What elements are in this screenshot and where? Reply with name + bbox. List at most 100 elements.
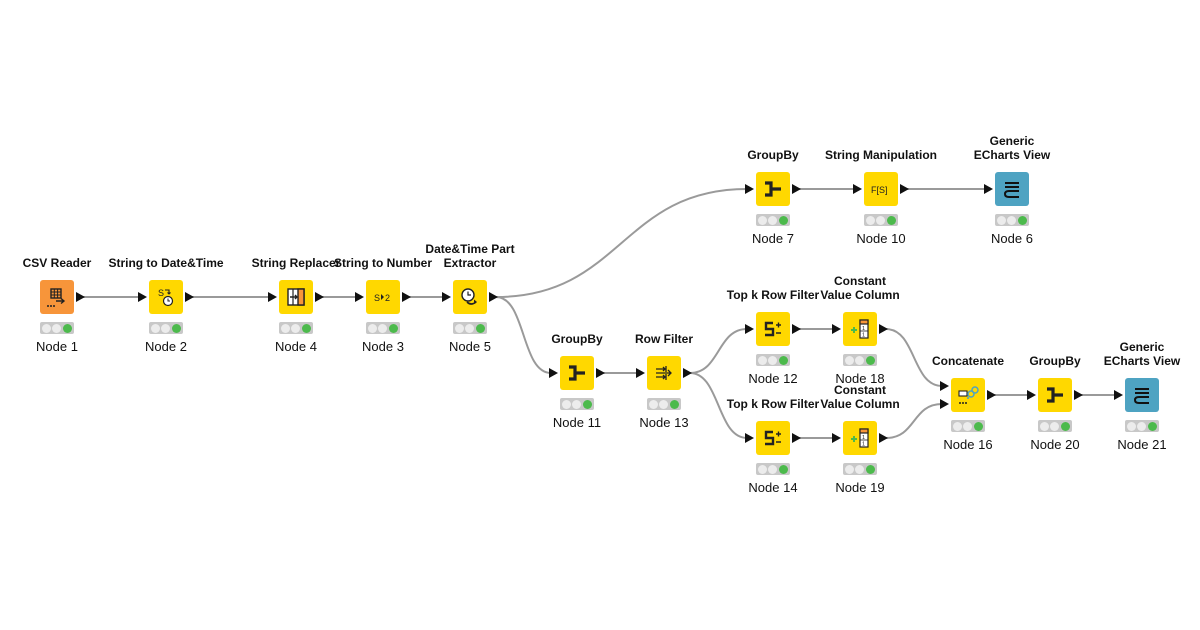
node-label[interactable]: Node 10: [856, 231, 906, 246]
output-port[interactable]: [792, 433, 801, 443]
node-box[interactable]: [756, 312, 790, 346]
input-port[interactable]: [745, 184, 754, 194]
node-box[interactable]: [560, 356, 594, 390]
output-port[interactable]: [792, 184, 801, 194]
node-box[interactable]: [647, 356, 681, 390]
node-label[interactable]: Node 4: [275, 339, 317, 354]
node-title[interactable]: GroupBy: [747, 148, 799, 162]
node-title[interactable]: GroupBy: [1029, 354, 1081, 368]
node-box[interactable]: [951, 378, 985, 412]
connection-n18-n16[interactable]: [885, 328, 943, 387]
node-box[interactable]: [453, 280, 487, 314]
node-box[interactable]: F[S]: [864, 172, 898, 206]
output-port[interactable]: [315, 292, 324, 302]
input-port[interactable]: [138, 292, 147, 302]
input-port[interactable]: [832, 324, 841, 334]
node-label[interactable]: Node 1: [36, 339, 78, 354]
node-title[interactable]: Constant Value Column: [820, 274, 900, 302]
node-title[interactable]: Top k Row Filter: [726, 288, 820, 302]
csv-reader-icon: [46, 286, 68, 308]
output-port[interactable]: [879, 433, 888, 443]
node-label[interactable]: Node 19: [835, 480, 885, 495]
input-port[interactable]: [1114, 390, 1123, 400]
node-title[interactable]: GroupBy: [551, 332, 603, 346]
node-title[interactable]: Generic ECharts View: [1103, 340, 1181, 368]
input-port[interactable]: [1027, 390, 1036, 400]
output-port[interactable]: [76, 292, 85, 302]
output-port[interactable]: [185, 292, 194, 302]
output-port[interactable]: [987, 390, 996, 400]
node-label[interactable]: Node 7: [752, 231, 794, 246]
node-title[interactable]: Date&Time Part Extractor: [425, 242, 515, 270]
status-executed-dot: [866, 464, 876, 474]
output-port[interactable]: [683, 368, 692, 378]
output-port[interactable]: [596, 368, 605, 378]
node-box[interactable]: [756, 172, 790, 206]
node-label[interactable]: Node 13: [639, 415, 689, 430]
input-port[interactable]: [442, 292, 451, 302]
status-traffic-light: [995, 214, 1029, 226]
status-traffic-light: [864, 214, 898, 226]
node-title[interactable]: Generic ECharts View: [973, 134, 1051, 162]
node-label[interactable]: Node 5: [449, 339, 491, 354]
node-label[interactable]: Node 12: [748, 371, 798, 386]
connection-n5-n7[interactable]: [495, 188, 748, 298]
node-label[interactable]: Node 6: [991, 231, 1033, 246]
connection-n5-n11[interactable]: [495, 296, 552, 374]
input-port[interactable]: [832, 433, 841, 443]
node-title[interactable]: Top k Row Filter: [726, 397, 820, 411]
input-port[interactable]: [355, 292, 364, 302]
connection-n13-n12[interactable]: [689, 328, 748, 374]
output-port[interactable]: [1074, 390, 1083, 400]
node-title[interactable]: String to Date&Time: [108, 256, 224, 270]
input-port[interactable]: [745, 433, 754, 443]
input-port[interactable]: [636, 368, 645, 378]
node-label[interactable]: Node 11: [552, 415, 602, 430]
output-port[interactable]: [900, 184, 909, 194]
node-label[interactable]: Node 20: [1030, 437, 1080, 452]
node-label[interactable]: Node 3: [362, 339, 404, 354]
output-port[interactable]: [792, 324, 801, 334]
node-label[interactable]: Node 2: [145, 339, 187, 354]
groupby-icon: [1044, 384, 1066, 406]
node-label[interactable]: Node 16: [943, 437, 993, 452]
node-box[interactable]: [1038, 378, 1072, 412]
node-title[interactable]: String to Number: [334, 256, 432, 270]
node-label[interactable]: Node 14: [748, 480, 798, 495]
node-box[interactable]: [995, 172, 1029, 206]
node-title[interactable]: CSV Reader: [22, 256, 92, 270]
connection-n19-n16[interactable]: [885, 403, 943, 439]
node-box[interactable]: S: [149, 280, 183, 314]
status-dot: [1007, 215, 1017, 225]
node-title[interactable]: String Replacer: [251, 256, 341, 270]
input-port[interactable]: [268, 292, 277, 302]
node-title[interactable]: Concatenate: [931, 354, 1005, 368]
node-title[interactable]: String Manipulation: [825, 148, 937, 162]
input-port[interactable]: [984, 184, 993, 194]
input-port[interactable]: [745, 324, 754, 334]
node-box[interactable]: [40, 280, 74, 314]
connection-n13-n14[interactable]: [689, 372, 748, 439]
node-title[interactable]: Row Filter: [634, 332, 693, 346]
status-dot: [757, 355, 767, 365]
node-box[interactable]: [279, 280, 313, 314]
input-port[interactable]: [549, 368, 558, 378]
node-label[interactable]: Node 18: [835, 371, 885, 386]
output-port[interactable]: [489, 292, 498, 302]
status-dot: [280, 323, 290, 333]
input-port[interactable]: [940, 381, 949, 391]
node-box[interactable]: [1125, 378, 1159, 412]
output-port[interactable]: [879, 324, 888, 334]
node-box[interactable]: [756, 421, 790, 455]
output-port[interactable]: [402, 292, 411, 302]
status-dot: [465, 323, 475, 333]
input-port[interactable]: [853, 184, 862, 194]
node-title[interactable]: Constant Value Column: [820, 383, 900, 411]
node-label[interactable]: Node 21: [1117, 437, 1167, 452]
svg-text:F[S]: F[S]: [871, 185, 888, 195]
input-port[interactable]: [940, 399, 949, 409]
